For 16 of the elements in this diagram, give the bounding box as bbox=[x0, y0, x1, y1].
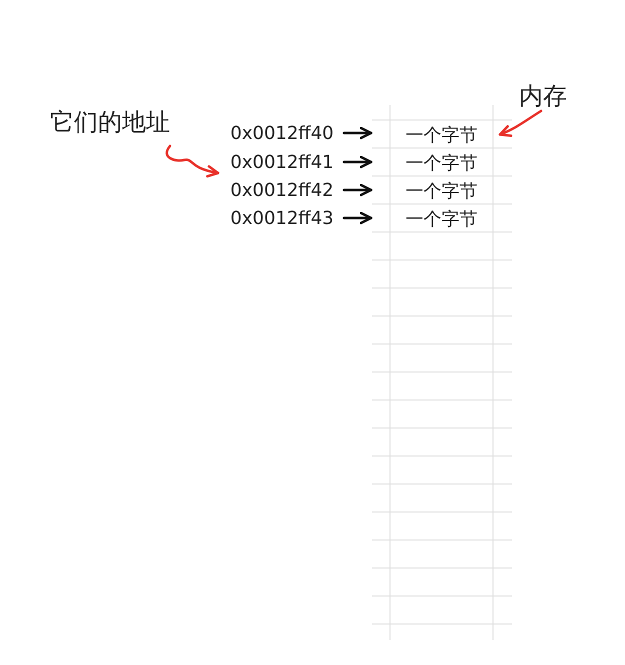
arrow bbox=[342, 184, 372, 196]
arrow bbox=[342, 156, 372, 168]
memory-cell: 一个字节 bbox=[391, 177, 492, 204]
memory-cell: 一个字节 bbox=[391, 121, 492, 148]
arrow bbox=[166, 144, 220, 178]
address-text: 0x0012ff42 bbox=[222, 177, 342, 203]
memory-cell: 一个字节 bbox=[391, 149, 492, 176]
heading-text: 内存 bbox=[512, 80, 574, 112]
arrow bbox=[342, 212, 372, 224]
arrow bbox=[342, 126, 372, 140]
arrow bbox=[498, 110, 542, 137]
address-text: 0x0012ff40 bbox=[222, 120, 342, 146]
memory-cell: 一个字节 bbox=[391, 205, 492, 232]
caption-text: 它们的地址 bbox=[40, 106, 180, 138]
address-text: 0x0012ff43 bbox=[222, 205, 342, 231]
address-text: 0x0012ff41 bbox=[222, 149, 342, 175]
